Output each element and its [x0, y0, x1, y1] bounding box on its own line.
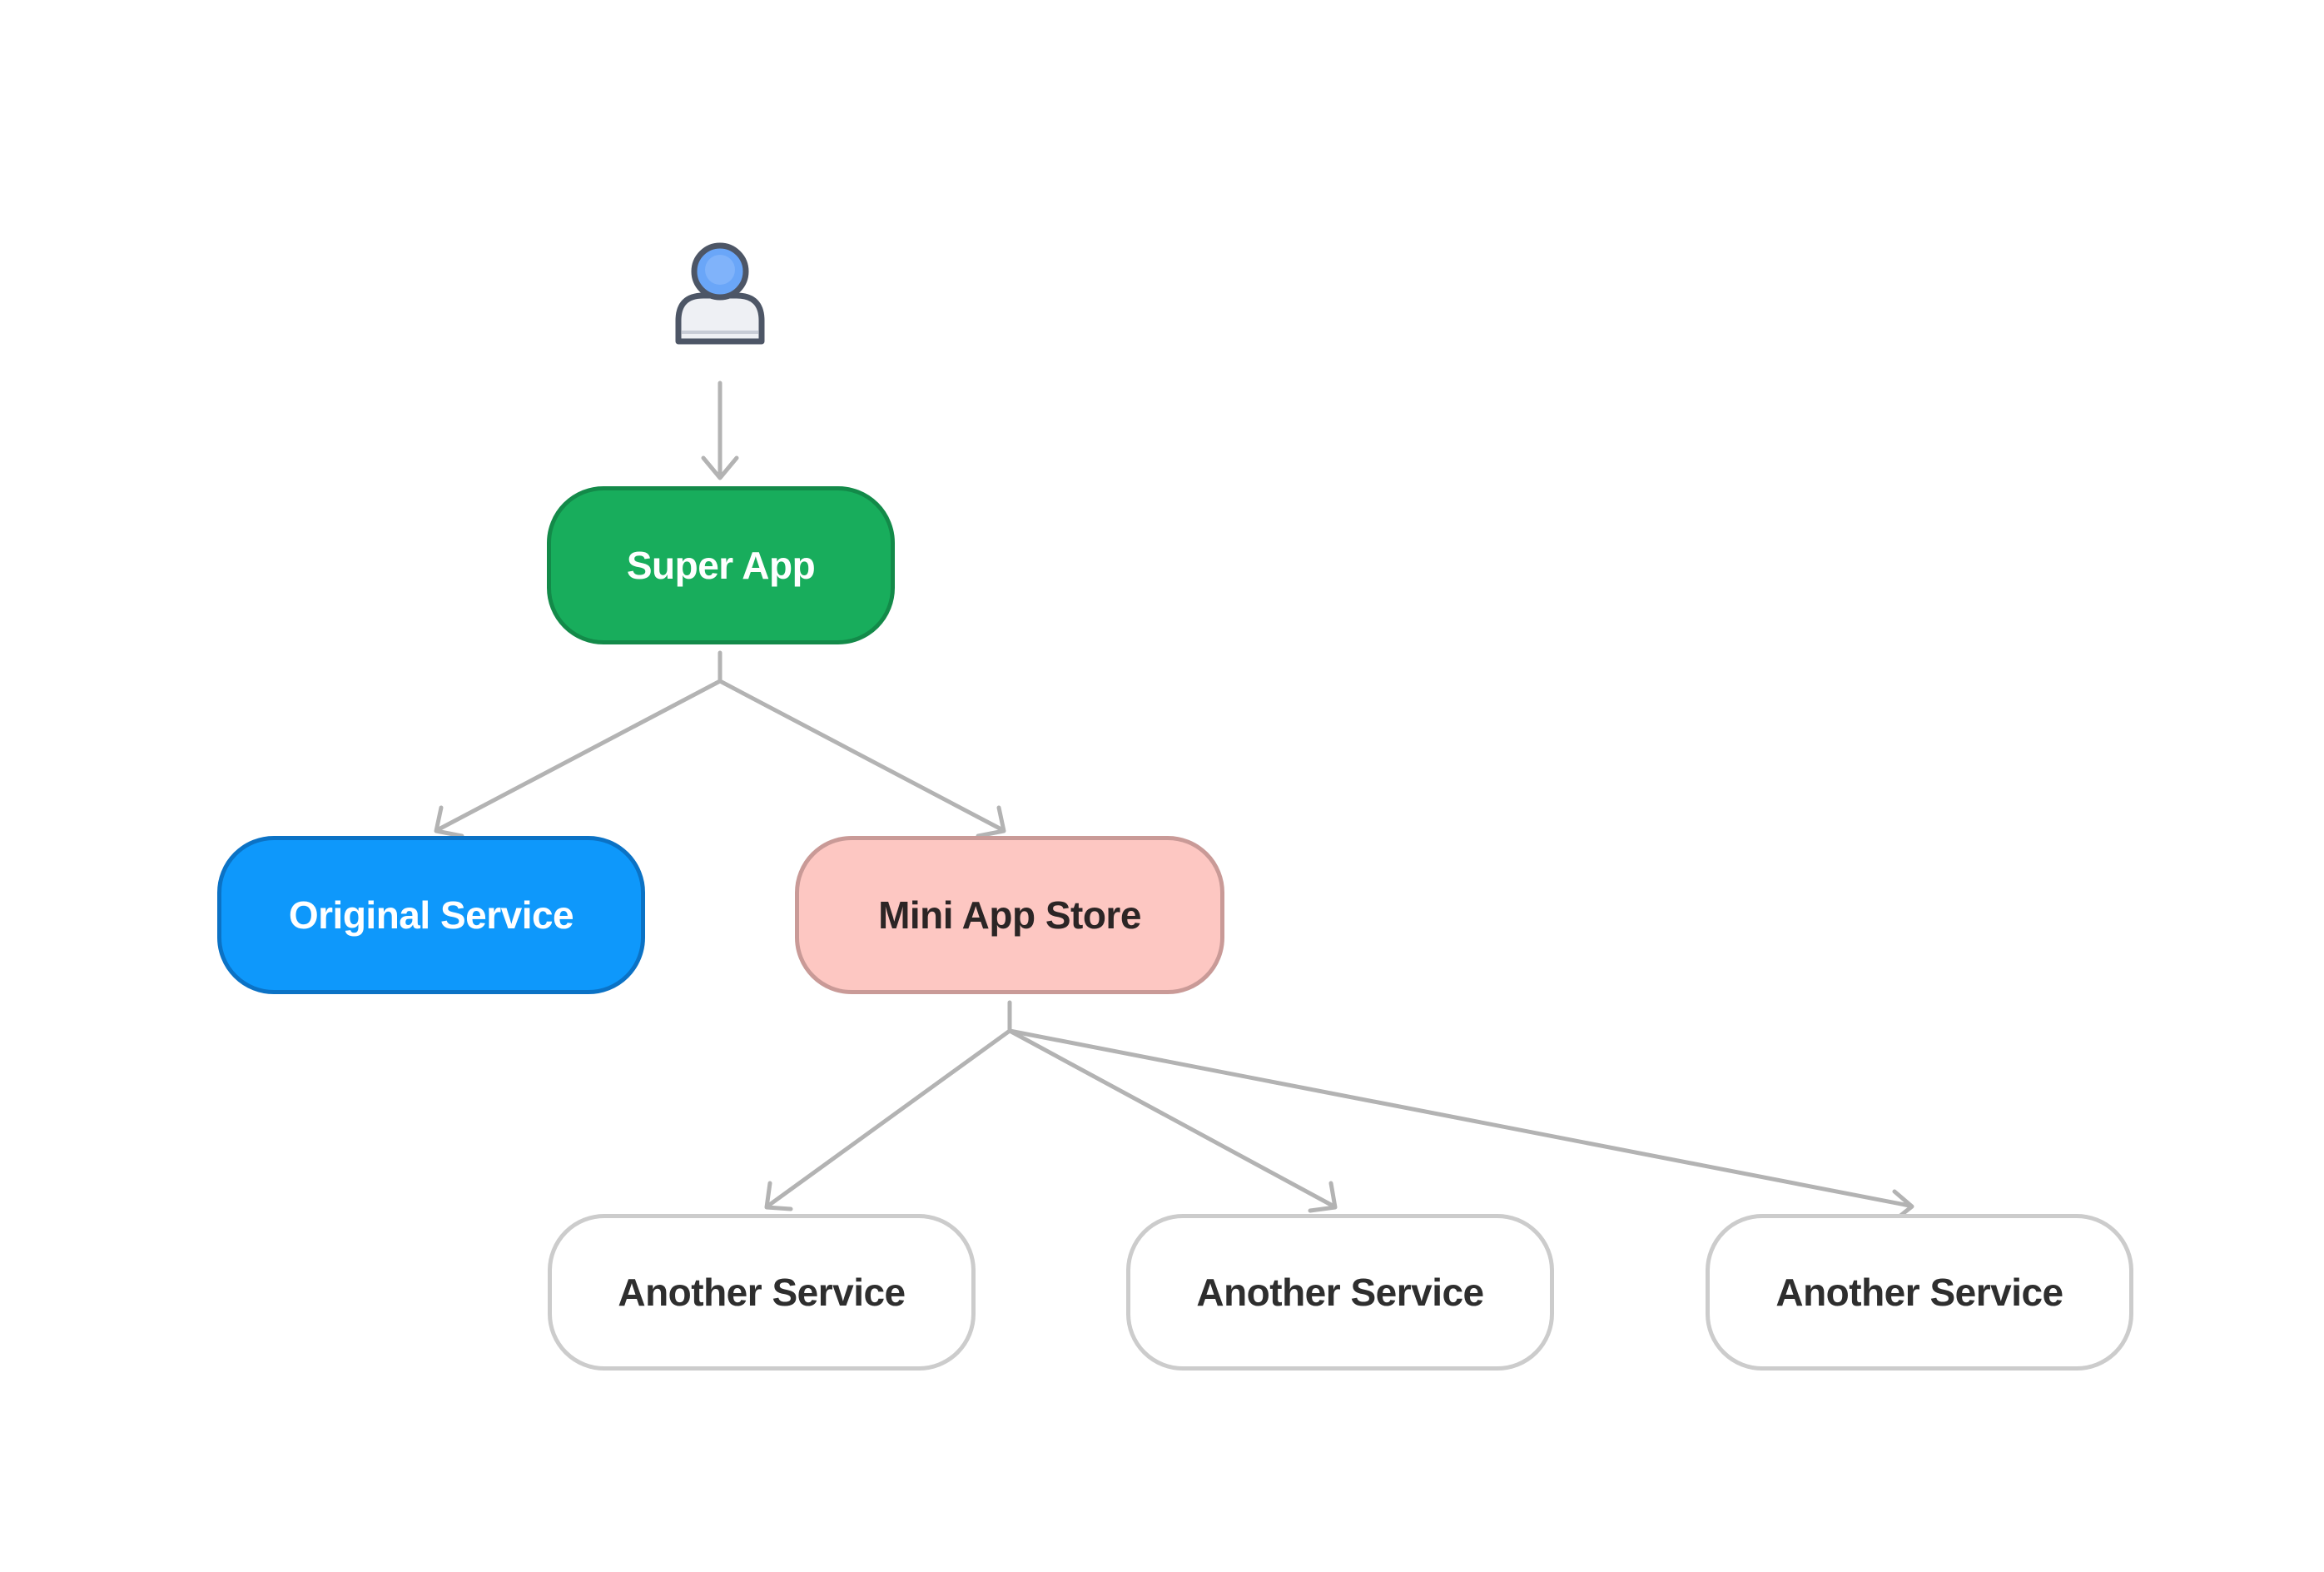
edge-mini-app-store-to-service-2 — [1007, 1028, 1338, 1213]
edge-user-to-super-app — [701, 381, 739, 480]
super-app-label: Super App — [626, 544, 816, 587]
edge-mini-app-store-to-service-1 — [764, 1028, 1012, 1211]
another-service-label: Another Service — [618, 1271, 906, 1314]
user-icon — [675, 242, 765, 345]
original-service-node[interactable]: Original Service — [217, 836, 645, 994]
edge-super-app-to-original-service — [434, 679, 723, 838]
original-service-label: Original Service — [288, 893, 574, 937]
another-service-node-1[interactable]: Another Service — [548, 1214, 976, 1371]
edge-mini-app-store-to-service-3 — [1007, 1028, 1914, 1225]
another-service-node-3[interactable]: Another Service — [1706, 1214, 2133, 1371]
another-service-node-2[interactable]: Another Service — [1126, 1214, 1554, 1371]
edge-super-app-to-mini-app-store — [718, 679, 1006, 838]
mini-app-store-node[interactable]: Mini App Store — [795, 836, 1224, 994]
another-service-label: Another Service — [1775, 1271, 2063, 1314]
mini-app-store-label: Mini App Store — [878, 893, 1141, 937]
super-app-node[interactable]: Super App — [547, 486, 895, 644]
another-service-label: Another Service — [1196, 1271, 1484, 1314]
